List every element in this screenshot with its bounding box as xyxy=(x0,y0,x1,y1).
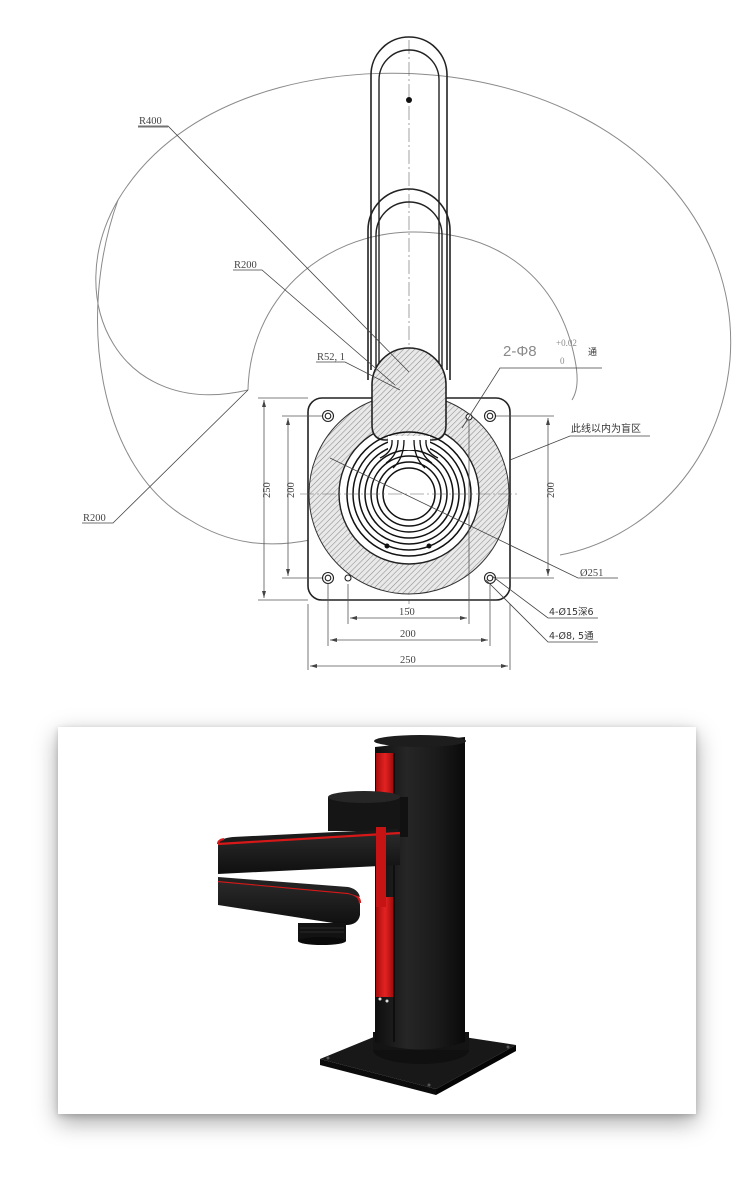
technical-drawing: 250 200 200 150 200 250 R400 R200 R52, 1… xyxy=(82,36,732,670)
label-through-hole: 4-Ø8, 5通 xyxy=(549,631,594,642)
robot-forearm xyxy=(218,881,360,925)
robot-upper-arm xyxy=(218,833,400,874)
label-pin-diameter: 2-Φ8 xyxy=(503,343,537,360)
label-pin-through: 通 xyxy=(588,347,597,358)
label-r400: R400 xyxy=(139,116,162,127)
label-counterbore: 4-Ø15深6 xyxy=(549,607,594,618)
inner-reach-arc xyxy=(247,231,578,401)
dim-bottom-200: 200 xyxy=(400,629,416,640)
label-r52: R52, 1 xyxy=(317,352,345,363)
outer-reach-arc xyxy=(95,72,732,556)
mounting-holes xyxy=(321,409,497,585)
upper-link-outline xyxy=(370,36,448,370)
lower-left-arc xyxy=(97,199,311,545)
dim-bottom-150: 150 xyxy=(399,607,415,618)
dim-bottom-250: 250 xyxy=(400,655,416,666)
product-photo xyxy=(58,727,696,1114)
dim-left-250: 250 xyxy=(262,482,273,498)
dim-right-200: 200 xyxy=(546,482,557,498)
joint-head xyxy=(371,347,447,441)
label-pin-tol-upper: +0.02 xyxy=(556,338,577,348)
label-blind-zone: 此线以内为盲区 xyxy=(571,422,641,435)
label-r200-lower: R200 xyxy=(83,513,106,524)
label-r200-upper: R200 xyxy=(234,260,257,271)
dim-left-200: 200 xyxy=(286,482,297,498)
lower-link-outline xyxy=(367,188,451,380)
label-diameter-251: Ø251 xyxy=(580,568,603,579)
label-pin-tol-lower: 0 xyxy=(560,356,565,366)
